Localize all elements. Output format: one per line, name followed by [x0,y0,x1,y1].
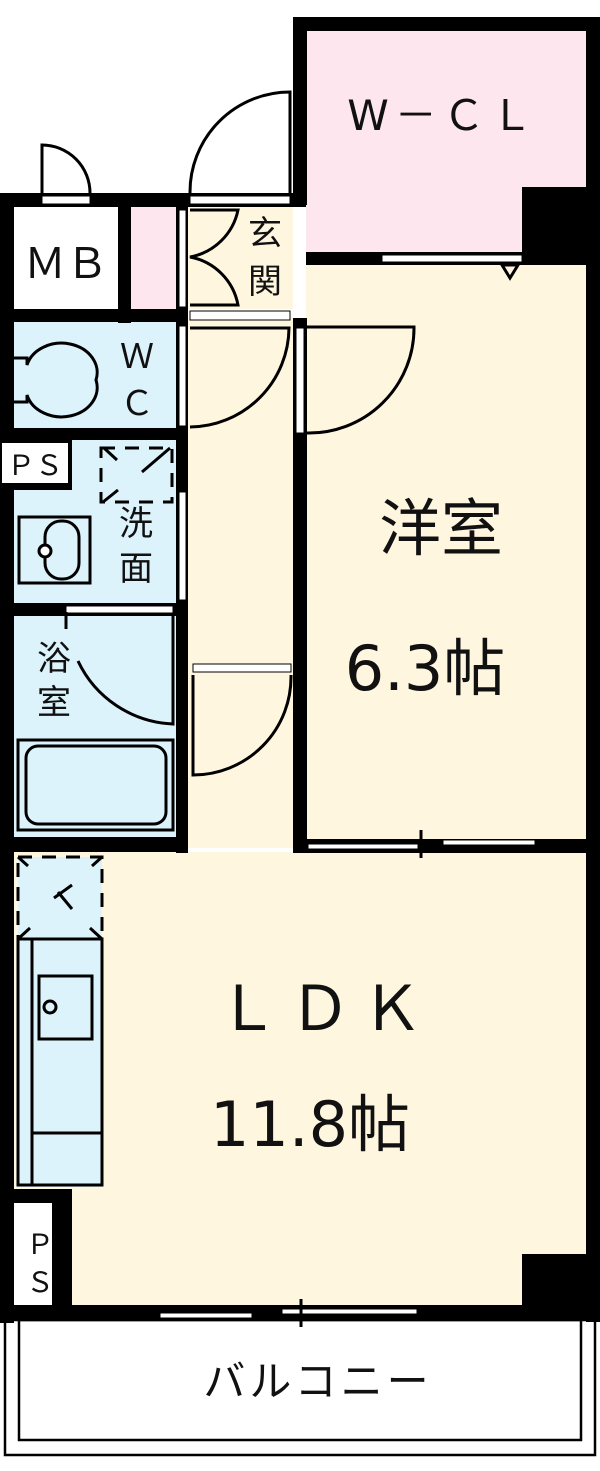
washbasin-icon [17,515,92,585]
washing-machine-space-icon [99,446,174,504]
hall-ldk-door-opening [192,663,292,673]
wc-door-opening [178,325,187,427]
entrance-door-swing [188,90,292,194]
ldk-name: ＬＤＫ [217,972,433,1045]
shoe-closet-door-swing [189,208,240,307]
youshitsu-floor [306,265,586,840]
ldk-youshitsu-sliding-1 [307,843,419,850]
hallway-floor [188,318,293,848]
kitchen-counter-icon [16,937,104,1187]
youshitsu-door-swing [305,325,416,435]
labels: W－ＣＬ ＭＢ 玄 関 Ｗ Ｃ ＰＳ 洗 面 浴 室 洋室 6.3帖 ＬＤＫ 1… [7,91,539,1406]
fixtures [2,90,597,1457]
ldk-youshitsu-sliding-2 [442,839,536,846]
bath-door-swing [64,612,175,726]
genkan-floor [188,207,293,309]
balcony-outline [3,1318,597,1457]
balcony-window-1 [159,1312,253,1319]
yokushitsu-label-1: 浴 [37,639,71,679]
mb-door-swing [40,143,92,194]
wcl-door-opening [381,254,523,263]
balcony-window-2 [281,1308,418,1315]
entrance-door-opening [189,195,291,205]
ps-bottom-label-1: Ｐ [26,1228,54,1261]
genkan-step-opening [189,310,291,321]
senmen-door-opening [178,491,187,601]
bathroom-floor [14,616,176,837]
genkan-label-1: 玄 [248,214,282,254]
youshitsu-name: 洋室 [379,492,503,565]
ldk-floor [14,852,586,1305]
wcl-label: W－ＣＬ [347,91,539,140]
ps-bottom-floor [12,1203,52,1305]
toilet-icon [14,341,99,419]
genkan-label-2: 関 [248,262,282,302]
fridge-space-icon [16,855,104,941]
openings [41,195,536,1319]
ps-top-label: ＰＳ [7,449,63,482]
ps-top-box [2,443,68,483]
senmen-label-1: 洗 [119,504,153,544]
ps-bottom-label-2: Ｓ [26,1266,54,1299]
mb-label: ＭＢ [24,239,108,288]
mb-door-opening [41,195,91,205]
floor-fills [12,30,586,1305]
wcl-door-marker [499,263,521,281]
wc-door-swing [189,326,291,429]
yokushitsu-label-2: 室 [37,683,71,723]
balcony-label: バルコニー [203,1357,432,1406]
youshitsu-size: 6.3帖 [345,632,506,705]
shoe-closet-opening [178,209,187,308]
youshitsu-door-opening [295,327,305,434]
hall-ldk-door-swing [191,674,293,777]
wc-label-2: Ｃ [120,384,154,424]
mb-floor [14,207,118,309]
wc-label-1: Ｗ [120,337,154,377]
ldk-size: 11.8帖 [210,1088,410,1161]
bath-door-opening [65,605,174,614]
shoe-closet-floor [131,207,176,309]
bathtub-icon [16,738,175,832]
senmen-label-2: 面 [119,549,153,589]
